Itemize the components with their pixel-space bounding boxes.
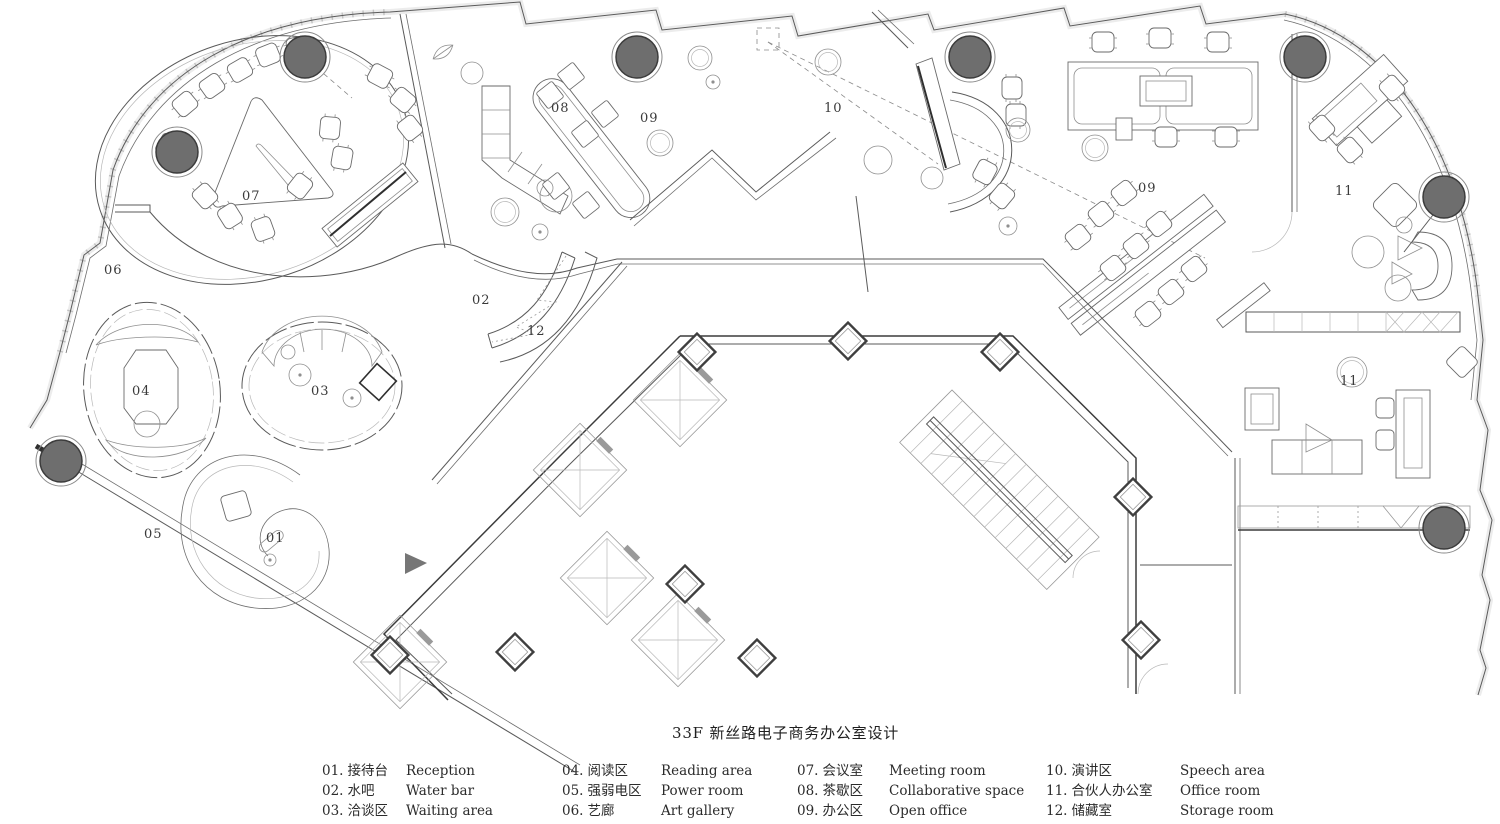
partner-office-top — [1245, 34, 1461, 333]
building-perimeter — [27, 0, 1496, 696]
drawing-title: 33F 新丝路电子商务办公室设计 — [672, 724, 900, 742]
room-label: 03 — [311, 384, 330, 399]
room-label: 09 — [640, 111, 659, 126]
column-icon — [944, 31, 996, 83]
room-label: 09 — [1138, 181, 1157, 196]
power-room-wall — [34, 443, 581, 773]
column-icon — [1418, 502, 1470, 554]
staircase — [899, 389, 1100, 590]
room-label: 01 — [266, 531, 285, 546]
reception-desk — [180, 454, 330, 609]
direction-marker — [405, 553, 427, 574]
column-icon — [151, 126, 203, 178]
room-number-labels: 07 06 08 09 10 09 11 02 12 04 03 05 01 11 — [104, 101, 1359, 546]
column-icon — [1418, 171, 1470, 223]
room-label: 11 — [1335, 184, 1354, 199]
storage-curve — [487, 251, 598, 363]
elevator-shafts — [352, 352, 728, 710]
column-icon — [35, 435, 87, 487]
room-label: 06 — [104, 263, 123, 278]
room-label: 05 — [144, 527, 163, 542]
reading-pod — [83, 301, 221, 479]
structural-columns-small — [369, 320, 1162, 679]
room-label: 11 — [1340, 374, 1359, 389]
partner-office-bottom — [1137, 346, 1478, 695]
waiting-pod — [241, 315, 403, 451]
speech-area — [629, 9, 1206, 293]
void-boundary — [431, 253, 1233, 485]
room-label: 04 — [132, 384, 151, 399]
room-label: 07 — [242, 189, 261, 204]
room-label: 02 — [472, 293, 491, 308]
room-label: 10 — [824, 101, 843, 116]
room-label: 08 — [551, 101, 570, 116]
column-icon — [611, 31, 663, 83]
leaf-icon — [432, 44, 454, 60]
tea-bar — [532, 78, 651, 219]
column-icon — [279, 31, 331, 83]
round-tables-plants — [133, 45, 1413, 567]
structural-columns — [35, 31, 1470, 554]
column-icon — [1279, 31, 1331, 83]
room-label: 12 — [527, 324, 546, 339]
